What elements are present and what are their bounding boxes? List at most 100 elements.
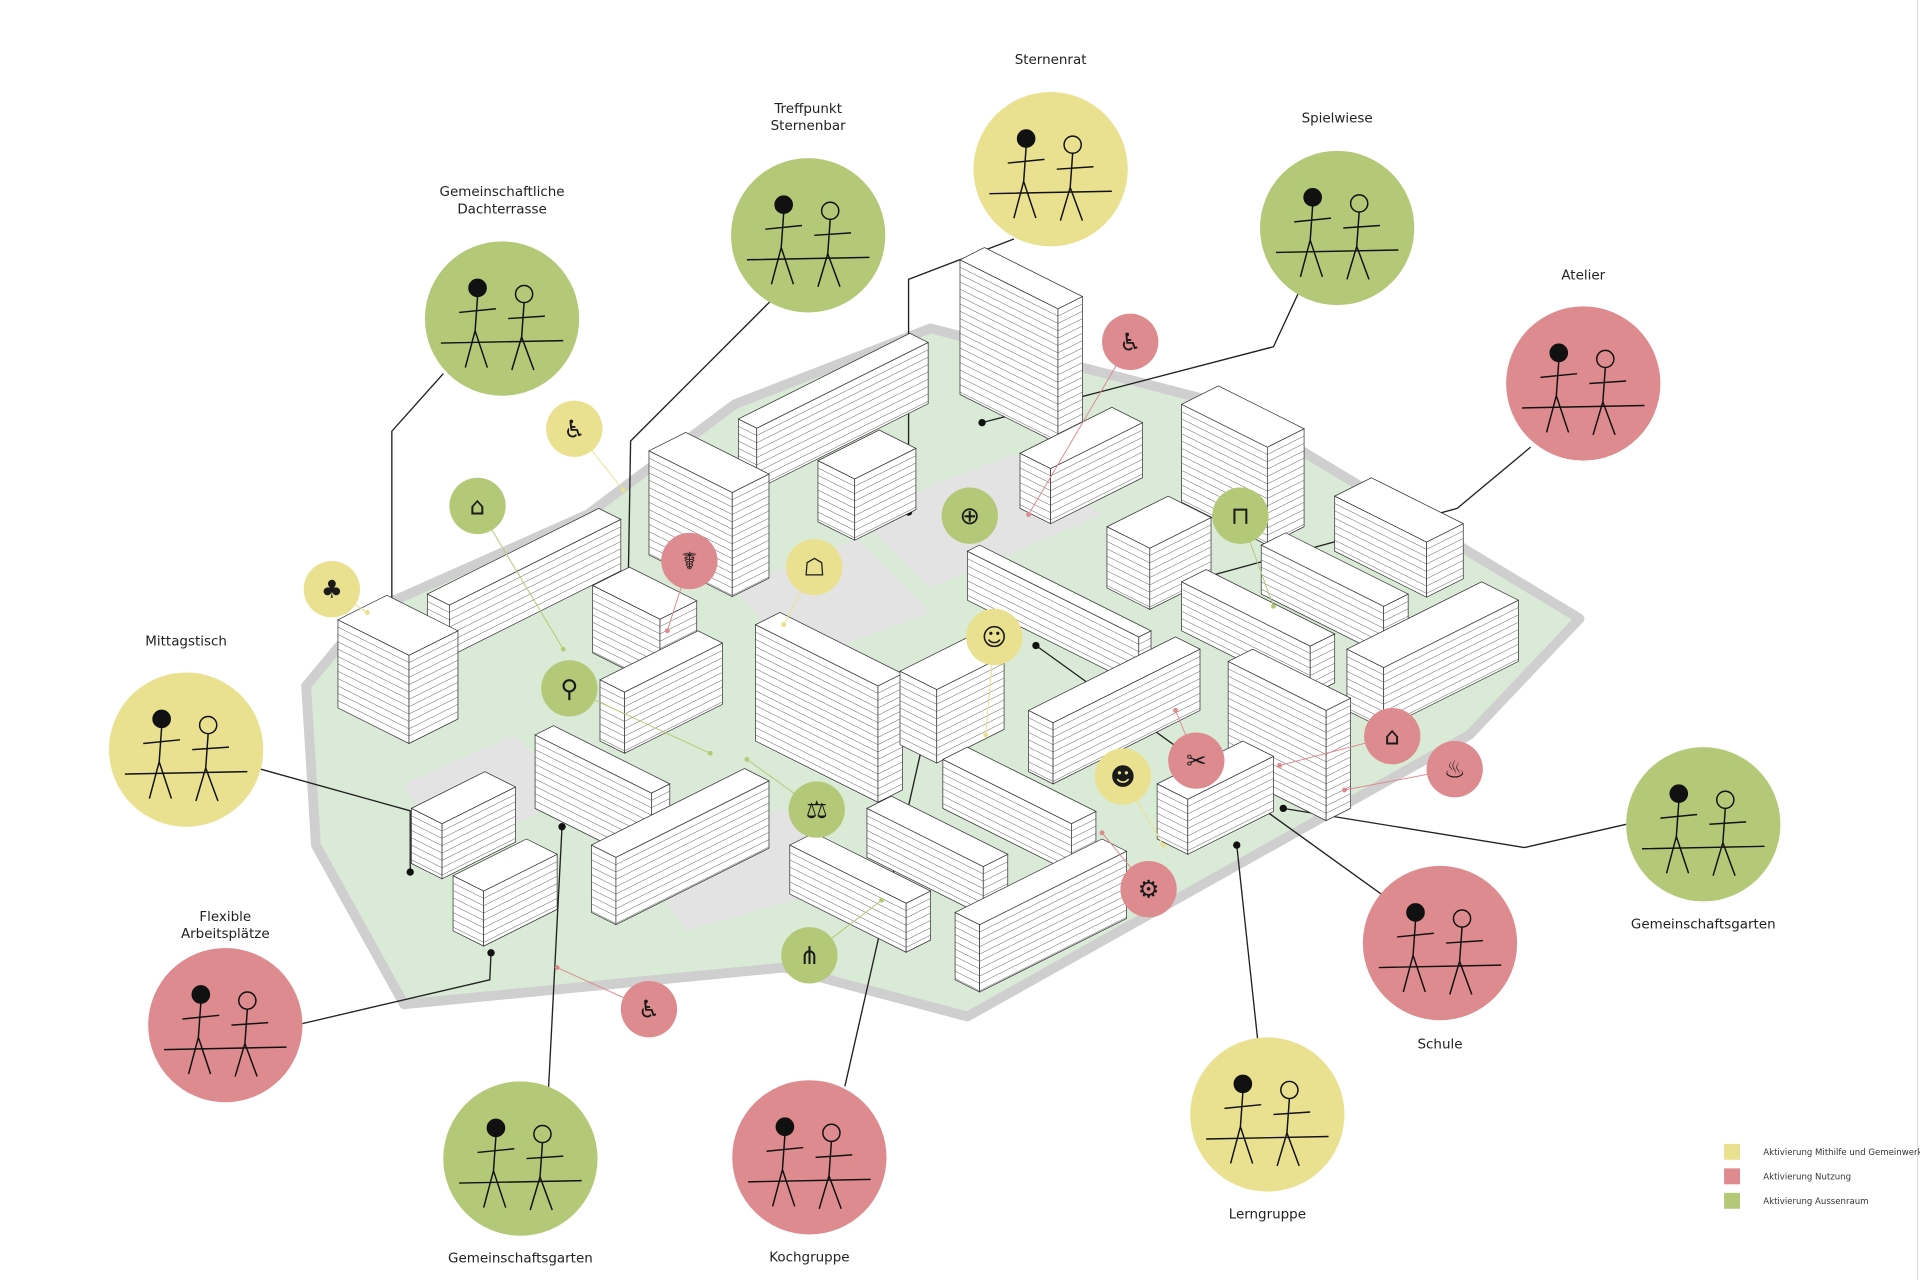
connector-line [301, 952, 492, 1025]
building [590, 768, 770, 926]
place-gemeinschaftsgarten: Gemeinschaftsgarten [443, 1081, 598, 1267]
icon-connector-dot [781, 622, 787, 628]
connector-line [1138, 446, 1532, 596]
svg-text:⌂: ⌂ [470, 491, 486, 520]
building [959, 247, 1084, 445]
massage-icon: ♨ [1426, 741, 1483, 798]
place-lerngruppe: Lerngruppe [1190, 1037, 1345, 1223]
svg-text:⌂: ⌂ [1384, 722, 1400, 751]
svg-text:☻: ☻ [1110, 762, 1136, 791]
illustration-circle [1506, 306, 1661, 461]
building [817, 429, 917, 541]
illustration-sketch [989, 129, 1112, 221]
svg-text:⊕: ⊕ [960, 501, 981, 530]
icon-connector-dot [1342, 787, 1347, 793]
svg-text:♿: ♿ [563, 414, 585, 443]
connector-line [1283, 807, 1627, 849]
icon-connector [1028, 341, 1131, 515]
place-label: Atelier [1561, 268, 1605, 283]
svg-text:⚲: ⚲ [560, 674, 578, 703]
place-label: Lerngruppe [1229, 1208, 1306, 1223]
illustration-sketch [459, 1118, 582, 1211]
icon-connector-dot [1160, 842, 1166, 848]
illustration-sketch [746, 195, 870, 287]
building [1019, 406, 1144, 525]
svg-text:♿: ♿ [638, 995, 660, 1024]
icon-connector-dot [1277, 763, 1283, 768]
building [410, 771, 517, 880]
building [1260, 532, 1409, 656]
building [1227, 648, 1352, 822]
legend-label: Aktivierung Mithilfe und Gemeinwerk [1763, 1148, 1920, 1158]
connector-dot [406, 868, 414, 876]
connector-line [260, 768, 411, 873]
shop-icon: ⌂ [1364, 707, 1421, 765]
building [1027, 636, 1201, 785]
tree-icon: ♣ [303, 561, 360, 618]
building [1333, 477, 1465, 598]
illustration-sketch [124, 709, 248, 802]
seesaw-icon: ⚖ [788, 781, 845, 838]
legend: Aktivierung Mithilfe und GemeinwerkAktiv… [1724, 0, 1920, 1280]
scissors-comb-icon: ✂ [1168, 732, 1225, 789]
svg-text:⚙: ⚙ [1138, 875, 1160, 904]
building [452, 838, 558, 947]
svg-text:☤: ☤ [681, 547, 697, 576]
illustration-circle [1626, 747, 1781, 902]
illustration-sketch [1206, 1074, 1329, 1167]
illustration-sketch [1642, 784, 1765, 876]
connector-dot [1032, 641, 1040, 650]
legend-item-nutzung: Aktivierung Nutzung [1724, 1168, 1851, 1185]
illustration-circle [1362, 865, 1518, 1021]
place-schule: Schule [1362, 865, 1518, 1052]
place-atelier: Atelier [1506, 268, 1661, 461]
illustration-sketch [1275, 188, 1399, 280]
handshake-icon: ☖ [786, 538, 843, 596]
illustration-sketch [1378, 903, 1502, 995]
building [1346, 581, 1520, 730]
icon-connector-dot [560, 646, 566, 652]
picnic-table-icon: ⊓ [1212, 487, 1269, 544]
building [788, 832, 932, 953]
svg-text:✂: ✂ [1186, 746, 1207, 775]
icon-connector-dot [707, 750, 713, 756]
market-stall-icon: ⌂ [449, 477, 506, 535]
legend-swatch [1724, 1143, 1740, 1160]
legend-item-mithilfe: Aktivierung Mithilfe und Gemeinwerk [1724, 1143, 1920, 1160]
legend-item-aussenraum: Aktivierung Aussenraum [1724, 1192, 1868, 1209]
svg-text:☖: ☖ [803, 553, 825, 582]
svg-text:⚖: ⚖ [806, 795, 828, 824]
ping-pong-icon: ⚲ [541, 660, 598, 717]
illustration-circle [1260, 150, 1415, 306]
legend-label: Aktivierung Nutzung [1763, 1172, 1851, 1182]
connector-dot [1279, 804, 1287, 813]
illustration-sketch [440, 278, 564, 371]
illustration-circle [108, 672, 264, 827]
place-sternenrat: Sternenrat [973, 53, 1128, 247]
illustration-circle [443, 1081, 598, 1236]
basketball-icon: ⊕ [941, 487, 998, 544]
illustration-circle [1190, 1037, 1345, 1192]
baby-icon: ☻ [1094, 748, 1152, 805]
place-spielwiese: Spielwiese [1260, 112, 1415, 306]
connector-dot [558, 823, 566, 831]
svg-text:☺: ☺ [982, 622, 1008, 651]
place-label: Schule [1417, 1037, 1462, 1052]
icon-connector-dot [620, 487, 626, 493]
icon-connector-dot [1173, 707, 1178, 713]
illustration-circle [732, 1080, 887, 1235]
illustration-circle [731, 158, 886, 313]
place-label: Kochgruppe [769, 1250, 849, 1265]
icon-connector-dot [664, 628, 670, 634]
bicycle-repair-icon: ⚙ [1120, 861, 1177, 918]
connector-dot [978, 418, 986, 427]
place-label: Gemeinschaftsgarten [448, 1252, 593, 1267]
illustration-circle [148, 947, 303, 1103]
illustration-sketch [164, 985, 287, 1077]
